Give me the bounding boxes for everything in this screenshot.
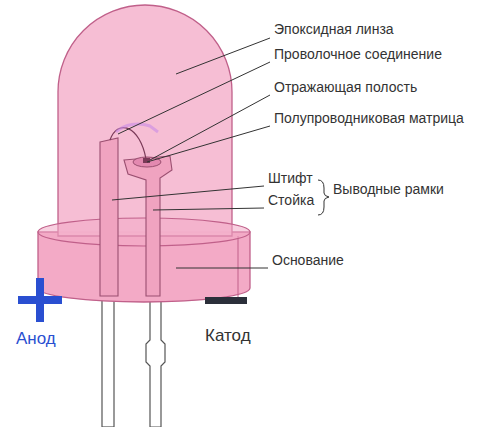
cathode-anvil: [124, 156, 172, 296]
led-legs: [102, 296, 165, 427]
part-label: Полупроводниковая матрица: [274, 111, 464, 126]
leader-line: [150, 95, 270, 160]
cathode-leg: [146, 296, 165, 427]
part-label: Выводные рамки: [333, 182, 444, 197]
leader-line: [112, 186, 264, 200]
brace: [318, 180, 329, 215]
epoxy-lens: [58, 5, 232, 236]
part-label: Основание: [272, 253, 344, 268]
leader-line: [147, 126, 270, 162]
plus-symbol: [18, 278, 62, 322]
part-label: Стойка: [268, 193, 314, 208]
base-top: [38, 218, 250, 246]
part-label: Катод: [205, 327, 251, 346]
anode-leg: [102, 296, 114, 427]
part-label: Эпоксидная линза: [274, 22, 394, 37]
leader-lines: [112, 38, 329, 268]
part-label: Проволочное соединение: [274, 47, 442, 62]
anode-post: [100, 138, 118, 296]
part-label: Отражающая полость: [274, 80, 417, 95]
leader-line: [176, 268, 268, 269]
part-label: Анод: [16, 330, 56, 349]
bond-wire: [110, 128, 146, 159]
leader-line: [118, 62, 270, 134]
part-label: Штифт: [268, 171, 313, 186]
leader-line: [153, 208, 264, 210]
minus-symbol: [205, 297, 247, 304]
